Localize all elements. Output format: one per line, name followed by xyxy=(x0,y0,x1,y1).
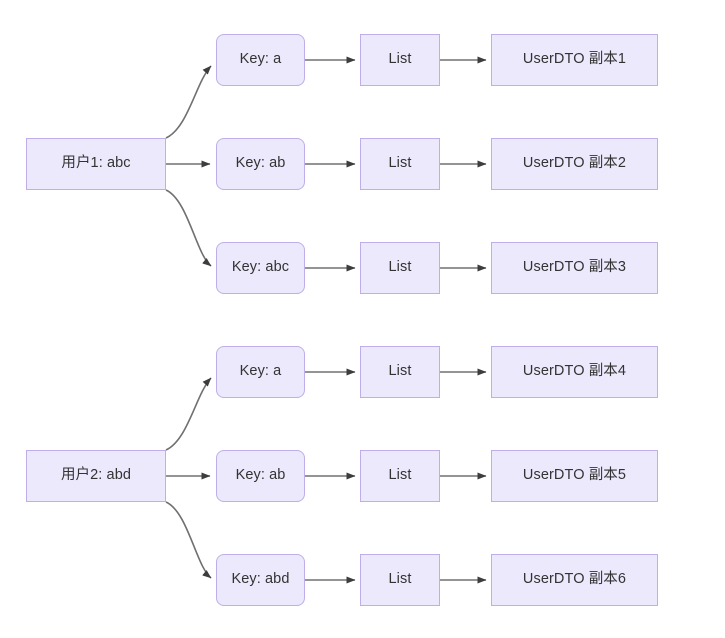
edge-user1-to-key-abc xyxy=(165,189,212,267)
node-dto-3-label: UserDTO 副本3 xyxy=(522,259,627,276)
node-user2-label: 用户2: abd xyxy=(60,467,132,484)
node-dto-6-label: UserDTO 副本6 xyxy=(522,571,627,588)
edge-user1-to-key-a xyxy=(165,65,212,139)
node-list-2-abd[interactable]: List xyxy=(360,554,440,606)
edge-user2-to-key-a xyxy=(165,377,212,451)
node-user1-label: 用户1: abc xyxy=(61,155,131,172)
node-list-2-abd-label: List xyxy=(388,571,412,588)
node-dto-2-label: UserDTO 副本2 xyxy=(522,155,627,172)
node-key-1-a-label: Key: a xyxy=(239,51,282,68)
node-list-2-ab-label: List xyxy=(388,467,412,484)
node-key-1-ab[interactable]: Key: ab xyxy=(216,138,305,190)
node-list-2-ab[interactable]: List xyxy=(360,450,440,502)
node-list-1-abc-label: List xyxy=(388,259,412,276)
node-user1[interactable]: 用户1: abc xyxy=(26,138,166,190)
node-dto-3[interactable]: UserDTO 副本3 xyxy=(491,242,658,294)
node-key-1-abc-label: Key: abc xyxy=(231,259,290,276)
node-list-2-a-label: List xyxy=(388,363,412,380)
node-key-1-a[interactable]: Key: a xyxy=(216,34,305,86)
node-dto-1-label: UserDTO 副本1 xyxy=(522,51,627,68)
node-dto-1[interactable]: UserDTO 副本1 xyxy=(491,34,658,86)
node-dto-5-label: UserDTO 副本5 xyxy=(522,467,627,484)
node-user2[interactable]: 用户2: abd xyxy=(26,450,166,502)
node-list-1-ab[interactable]: List xyxy=(360,138,440,190)
node-dto-4[interactable]: UserDTO 副本4 xyxy=(491,346,658,398)
node-key-2-a-label: Key: a xyxy=(239,363,282,380)
node-key-2-ab[interactable]: Key: ab xyxy=(216,450,305,502)
node-key-2-abd-label: Key: abd xyxy=(231,571,290,588)
node-list-1-ab-label: List xyxy=(388,155,412,172)
node-list-1-abc[interactable]: List xyxy=(360,242,440,294)
node-dto-2[interactable]: UserDTO 副本2 xyxy=(491,138,658,190)
node-key-2-abd[interactable]: Key: abd xyxy=(216,554,305,606)
node-key-2-ab-label: Key: ab xyxy=(235,467,286,484)
edge-user2-to-key-abd xyxy=(165,501,212,579)
node-dto-6[interactable]: UserDTO 副本6 xyxy=(491,554,658,606)
node-dto-4-label: UserDTO 副本4 xyxy=(522,363,627,380)
node-list-2-a[interactable]: List xyxy=(360,346,440,398)
node-dto-5[interactable]: UserDTO 副本5 xyxy=(491,450,658,502)
node-list-1-a-label: List xyxy=(388,51,412,68)
node-key-1-ab-label: Key: ab xyxy=(235,155,286,172)
node-key-2-a[interactable]: Key: a xyxy=(216,346,305,398)
node-list-1-a[interactable]: List xyxy=(360,34,440,86)
node-key-1-abc[interactable]: Key: abc xyxy=(216,242,305,294)
